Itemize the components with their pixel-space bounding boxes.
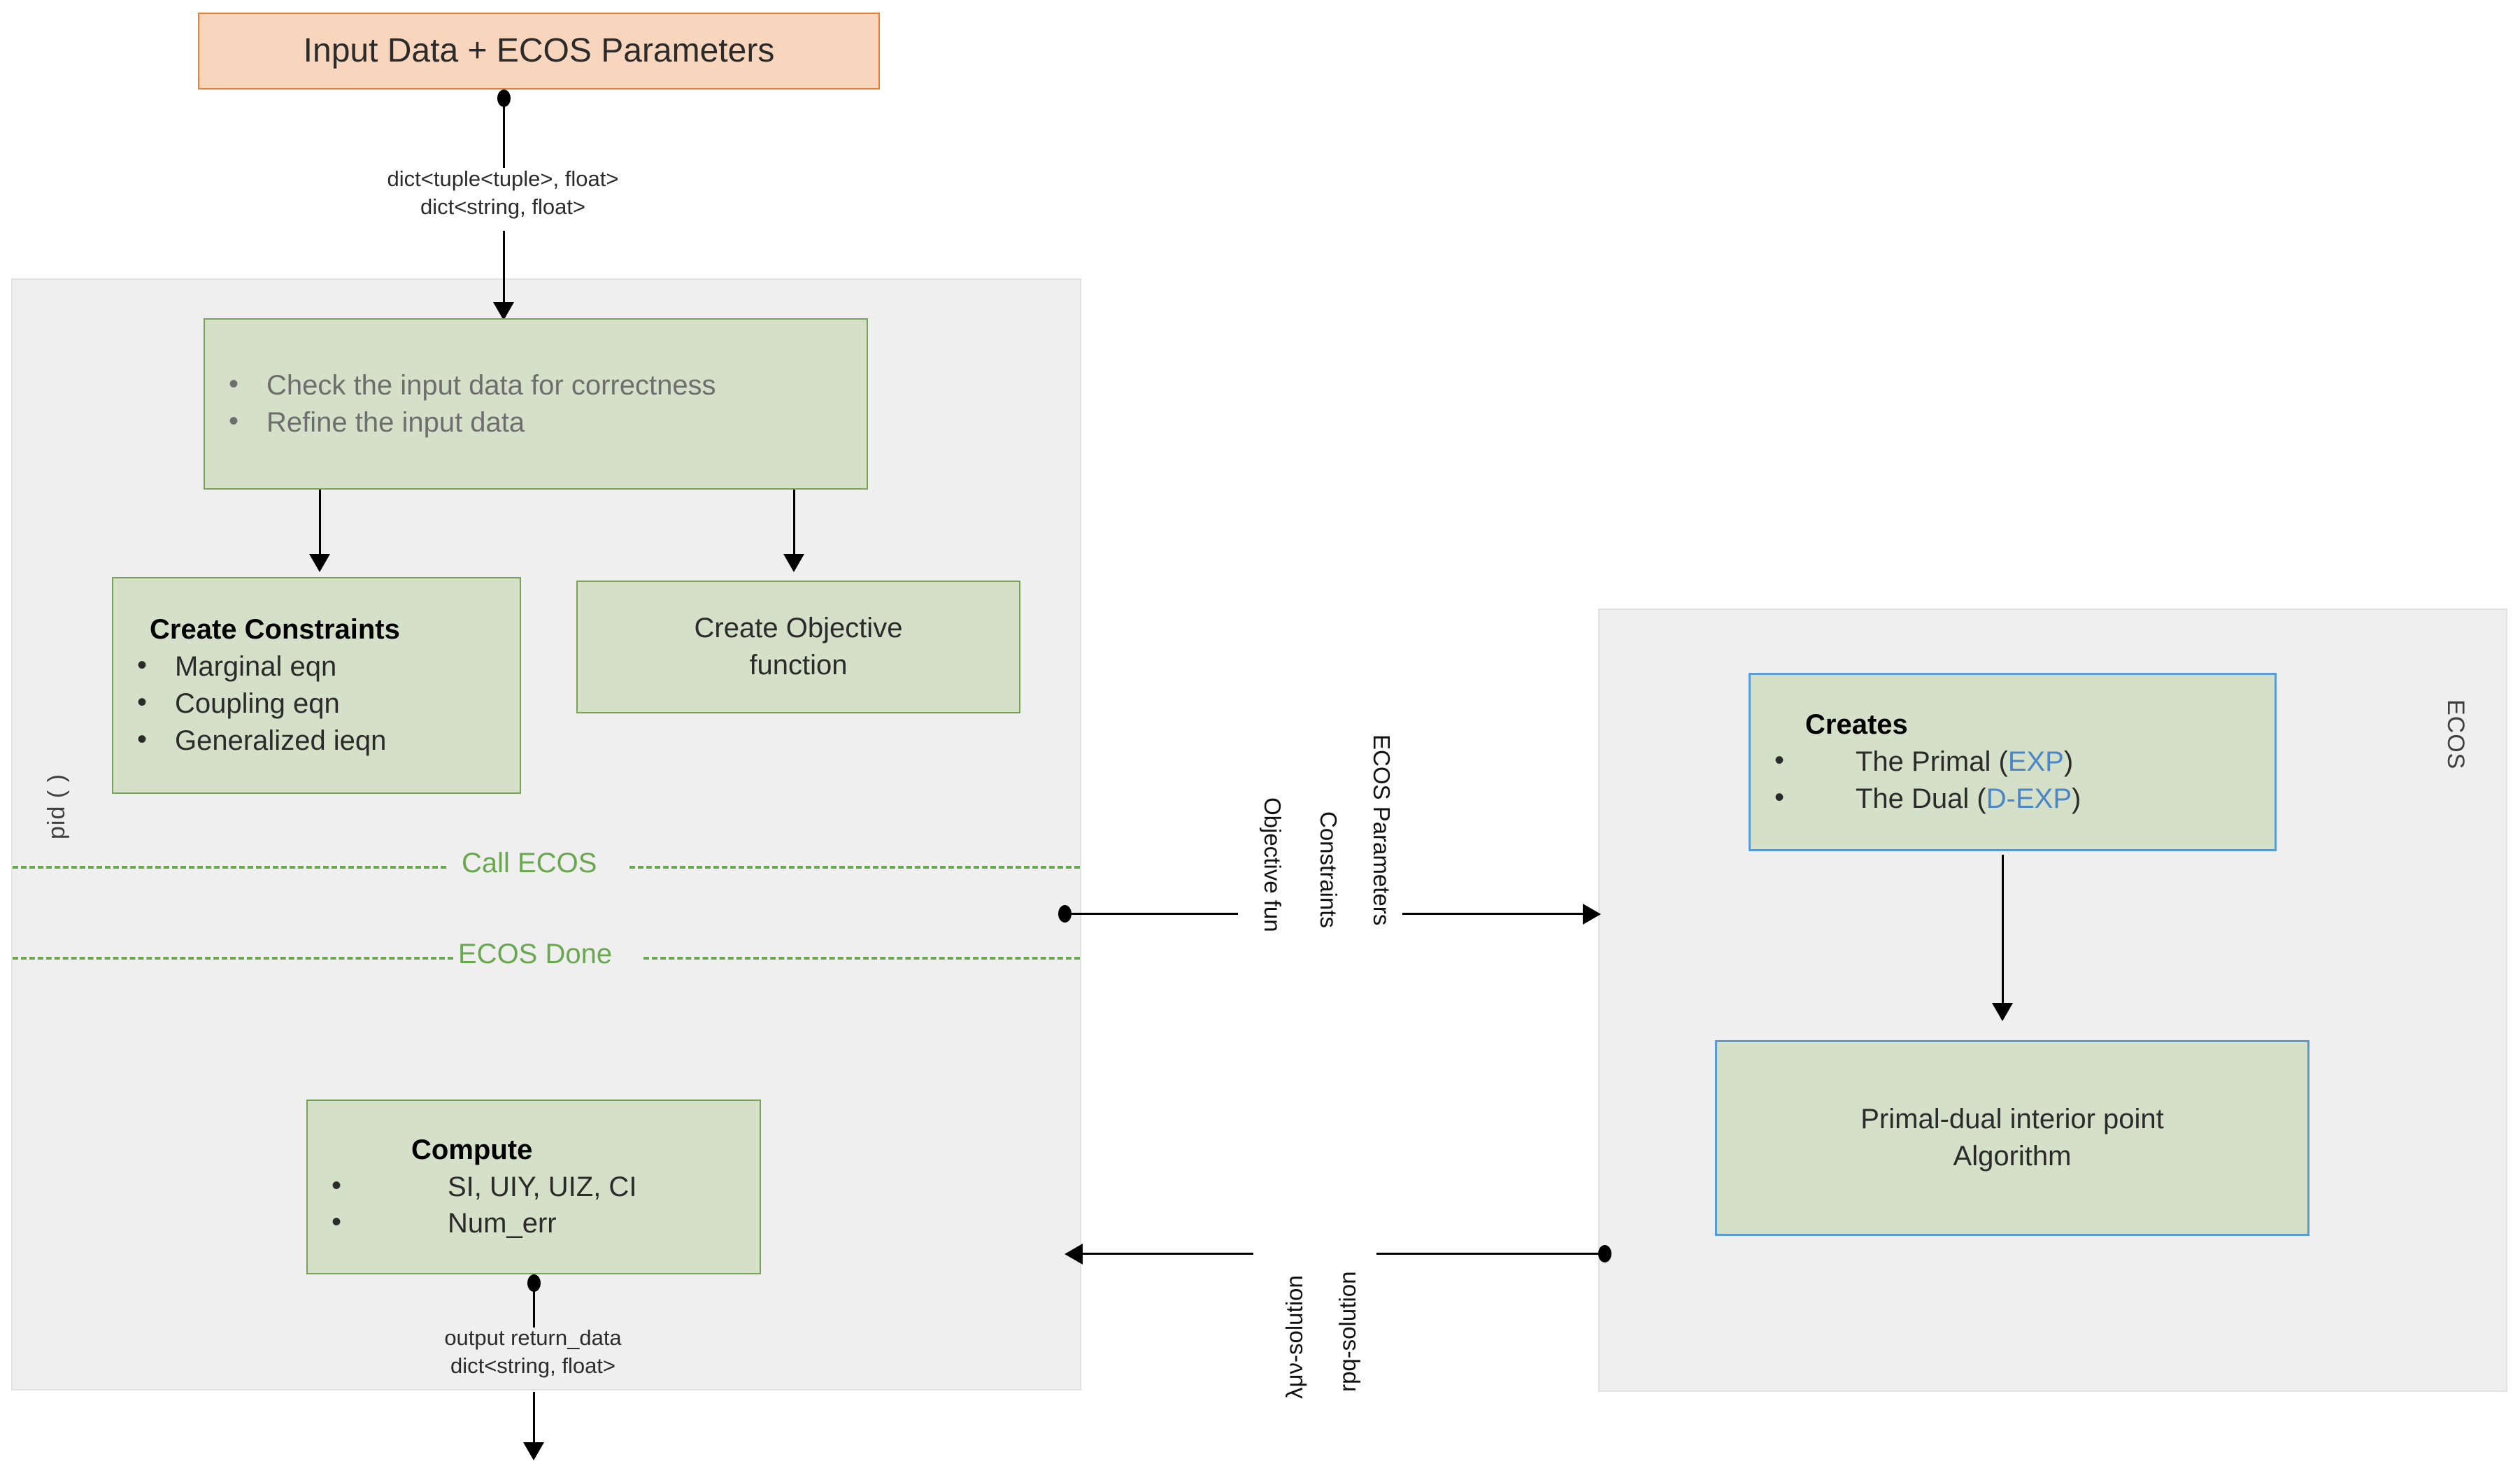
compute-bullets: SI, UIY, UIZ, CI Num_err — [308, 1167, 760, 1243]
check-to-objective-arrowhead — [783, 554, 804, 572]
check-input-bullet-2: Refine the input data — [205, 403, 867, 441]
input-data-label: Input Data + ECOS Parameters — [303, 32, 775, 70]
response-edge-label-rpq-solution: rpq-solution — [1334, 1271, 1360, 1392]
input-data-node[interactable]: Input Data + ECOS Parameters — [198, 13, 880, 90]
creates-bullet-dual-prefix: The Dual ( — [1856, 783, 1986, 814]
call-ecos-separator-right — [629, 866, 1080, 869]
call-ecos-separator-label: Call ECOS — [462, 848, 597, 878]
creates-bullet-dual-suffix: ) — [2072, 783, 2081, 814]
creates-to-algorithm-arrowhead — [1992, 1003, 2013, 1021]
output-edge-caption-line1: output return_data — [444, 1325, 622, 1350]
request-edge-origin-dot — [1058, 905, 1072, 923]
check-input-bullets: Check the input data for correctness Ref… — [205, 366, 867, 441]
output-edge-caption-line2: dict<string, float> — [450, 1353, 616, 1378]
swimlane-ecos-label: ECOS — [2442, 699, 2469, 770]
ecos-done-separator-right — [643, 957, 1080, 960]
check-input-bullet-1: Check the input data for correctness — [205, 366, 867, 404]
output-edge-line-upper — [533, 1286, 535, 1328]
compute-bullet-2: Num_err — [308, 1204, 760, 1242]
input-edge-line-upper — [503, 101, 505, 168]
create-objective-line2: function — [749, 650, 848, 681]
creates-bullet-primal: The Primal (EXP) — [1751, 742, 2275, 781]
algorithm-line2: Algorithm — [1953, 1141, 2072, 1172]
creates-bullet-primal-suffix: ) — [2063, 746, 2074, 778]
create-constraints-bullet-1: Marginal eqn — [113, 647, 520, 685]
request-edge-label-ecos-parameters: ECOS Parameters — [1369, 734, 1395, 926]
request-edge-line-right — [1402, 913, 1590, 915]
response-edge-line-left — [1081, 1253, 1253, 1255]
ecos-done-separator-label: ECOS Done — [458, 939, 613, 969]
input-edge-origin-dot — [497, 90, 511, 107]
response-edge-line-right — [1376, 1253, 1604, 1255]
ecos-done-separator-left — [13, 957, 453, 960]
compute-bullet-1: SI, UIY, UIZ, CI — [308, 1167, 760, 1206]
algorithm-node[interactable]: Primal-dual interior point Algorithm — [1715, 1040, 2309, 1236]
input-edge-caption-line2: dict<string, float> — [420, 194, 586, 219]
response-edge-arrowhead — [1065, 1244, 1083, 1265]
input-edge-caption: dict<tuple<tuple>, float> dict<string, f… — [293, 165, 713, 220]
request-edge-arrowhead — [1583, 904, 1601, 925]
check-to-constraints-arrowhead — [309, 554, 330, 572]
create-objective-line1: Create Objective — [694, 613, 903, 644]
input-edge-arrowhead — [493, 302, 514, 320]
response-edge-origin-dot — [1598, 1245, 1611, 1262]
output-edge-origin-dot — [527, 1274, 541, 1292]
output-edge-caption: output return_data dict<string, float> — [323, 1324, 743, 1379]
create-constraints-bullets: Marginal eqn Coupling eqn Generalized ie… — [113, 647, 520, 760]
output-edge-arrowhead — [523, 1442, 544, 1460]
creates-bullet-primal-prefix: The Primal ( — [1856, 746, 2008, 778]
input-edge-line-lower — [503, 231, 505, 308]
create-constraints-bullet-3: Generalized ieqn — [113, 721, 520, 760]
input-edge-caption-line1: dict<tuple<tuple>, float> — [387, 166, 619, 191]
compute-node[interactable]: Compute SI, UIY, UIZ, CI Num_err — [306, 1100, 761, 1274]
create-constraints-title: Create Constraints — [150, 614, 400, 646]
swimlane-pid-label: pid ( ) — [43, 774, 70, 839]
creates-to-algorithm-line — [2002, 855, 2004, 1010]
create-constraints-node[interactable]: Create Constraints Marginal eqn Coupling… — [112, 577, 521, 794]
creates-node[interactable]: Creates The Primal (EXP) The Dual (D-EXP… — [1749, 673, 2277, 851]
creates-title: Creates — [1805, 709, 1908, 741]
response-edge-label-lmn-solution: λμν-solution — [1281, 1275, 1307, 1399]
output-edge-line-lower — [533, 1392, 535, 1448]
compute-title: Compute — [411, 1134, 533, 1165]
creates-bullet-dual: The Dual (D-EXP) — [1751, 779, 2275, 818]
algorithm-line1: Primal-dual interior point — [1860, 1104, 2164, 1135]
create-objective-node[interactable]: Create Objective function — [576, 581, 1020, 713]
creates-bullet-primal-code: EXP — [2007, 746, 2064, 778]
request-edge-label-objective-fun: Objective fun — [1260, 797, 1286, 932]
check-to-objective-line — [793, 490, 795, 560]
create-constraints-bullet-2: Coupling eqn — [113, 684, 520, 723]
request-edge-line-left — [1070, 913, 1238, 915]
check-input-node[interactable]: Check the input data for correctness Ref… — [204, 318, 868, 490]
creates-bullets: The Primal (EXP) The Dual (D-EXP) — [1751, 742, 2275, 818]
creates-bullet-dual-code: D-EXP — [1986, 783, 2072, 814]
call-ecos-separator-left — [13, 866, 446, 869]
request-edge-label-constraints: Constraints — [1316, 811, 1341, 928]
check-to-constraints-line — [319, 490, 321, 560]
